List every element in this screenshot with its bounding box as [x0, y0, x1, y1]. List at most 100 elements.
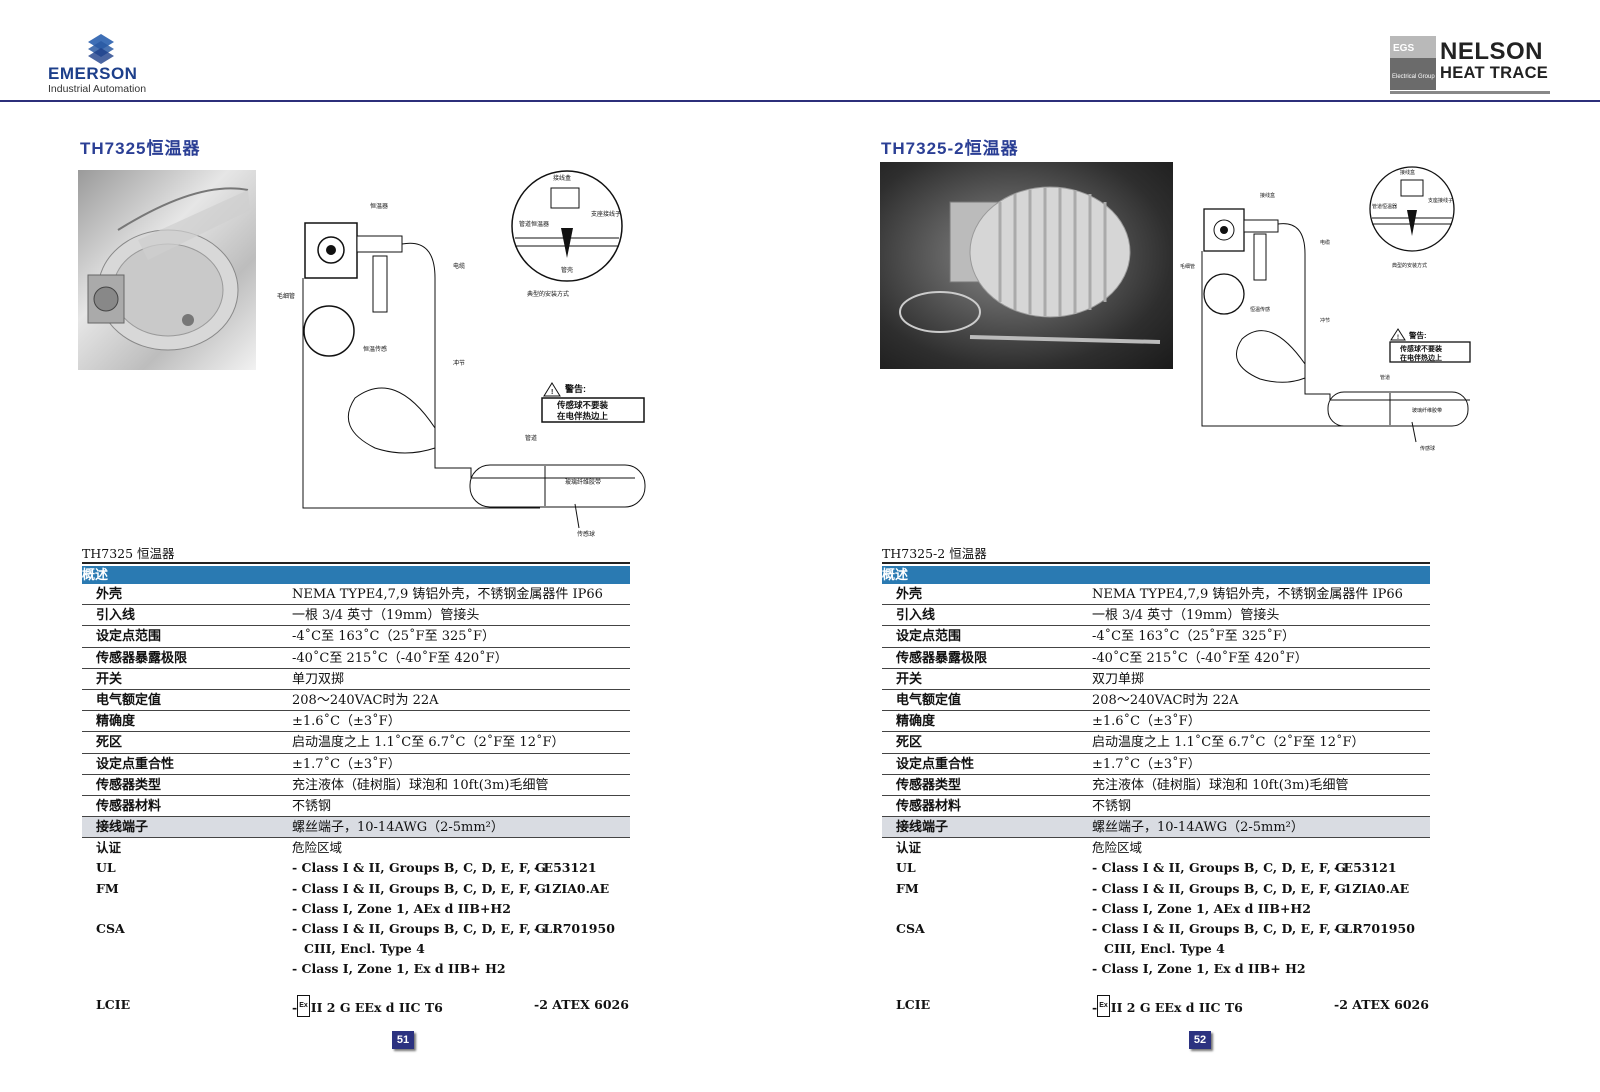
- cert-row-fm-2: - Class I, Zone 1, AEx d IIB+H2: [292, 900, 511, 916]
- emerson-logo: EMERSON Industrial Automation: [48, 34, 168, 96]
- installation-diagram: ! 警告: 传感球不要装 在电伴热边上 恒温器 电缆 毛细管 恒温传感 冲节 管…: [277, 170, 646, 538]
- cert-row-fm: FM- Class I & II, Groups B, C, D, E, F, …: [896, 880, 1410, 896]
- diagram-label: 电缆: [453, 262, 465, 270]
- cert-row-csa-3: - Class I, Zone 1, Ex d IIB+ H2: [292, 961, 506, 977]
- table-row: 开关单刀双掷: [82, 669, 630, 690]
- warning-line-2: 在电伴热边上: [1400, 353, 1442, 362]
- table-row: 开关双刀单掷: [882, 669, 1430, 690]
- diagram-label: 接线盒: [1260, 192, 1275, 199]
- egs-badge: EGS: [1393, 43, 1415, 54]
- svg-text:!: !: [551, 389, 553, 396]
- diagram-label: 恒温传感: [1250, 306, 1270, 313]
- cert-row-fm: FM- Class I & II, Groups B, C, D, E, F, …: [96, 880, 610, 896]
- table-row: 传感器材料不锈钢: [82, 796, 630, 818]
- cert-row-csa-2: CIII, Encl. Type 4: [304, 941, 425, 957]
- emerson-emblem-icon: [88, 34, 114, 64]
- diagram-label: 毛细管: [1180, 263, 1195, 270]
- diagram-label: 玻璃纤维胶带: [1412, 407, 1442, 414]
- diagram-label: 恒温器: [370, 202, 388, 210]
- page-title: TH7325-2恒温器: [881, 139, 1019, 158]
- table-row: 传感器类型充注液体（硅树脂）球泡和 10ft(3m)毛细管: [82, 775, 630, 796]
- page-number: 51: [392, 1031, 414, 1049]
- cert-row-csa-2: CIII, Encl. Type 4: [1104, 941, 1225, 957]
- warning-line-1: 传感球不要装: [556, 400, 609, 410]
- table-caption: TH7325 恒温器: [82, 546, 630, 564]
- svg-text:!: !: [1397, 335, 1399, 341]
- thermostat-illustration: [899, 186, 1161, 344]
- nelson-logo: EGS Electrical Group NELSON HEAT TRACE: [1390, 36, 1558, 94]
- diagram-label: 恒温传感: [363, 345, 387, 353]
- heat-trace-wordmark: HEAT TRACE: [1440, 64, 1549, 82]
- diagram-label: 典型的安装方式: [527, 290, 569, 298]
- diagram-label: 毛细管: [277, 292, 295, 300]
- table-row: 引入线一根 3/4 英寸（19mm）管接头: [882, 605, 1430, 627]
- cert-row-ul: UL- Class I & II, Groups B, C, D, E, F, …: [896, 860, 1397, 876]
- diagram-label: 支座接线子: [591, 210, 621, 218]
- table-row: 设定点重合性±1.7˚C（±3˚F）: [882, 754, 1430, 775]
- product-photo: [880, 162, 1173, 369]
- diagram-label: 典型的安装方式: [1392, 262, 1427, 269]
- diagram-label: 冲节: [453, 359, 465, 367]
- cert-row-fm-2: - Class I, Zone 1, AEx d IIB+H2: [1092, 900, 1311, 916]
- diagram-label: 接线盒: [553, 174, 571, 182]
- emerson-tagline: Industrial Automation: [48, 83, 147, 95]
- table-row: 传感器材料不锈钢: [882, 796, 1430, 818]
- nelson-wordmark: NELSON: [1440, 38, 1544, 65]
- cert-row-ul: UL- Class I & II, Groups B, C, D, E, F, …: [96, 860, 597, 876]
- table-row: 传感器暴露极限-40˚C至 215˚C（-40˚F至 420˚F）: [882, 648, 1430, 669]
- table-row: 精确度±1.6˚C（±3˚F）: [82, 711, 630, 733]
- table-band: 概述: [82, 566, 630, 584]
- table-row: 设定点范围-4˚C至 163˚C（25˚F至 325˚F）: [82, 626, 630, 648]
- diagram-label: 管道恒温器: [1372, 203, 1397, 210]
- diagram-label: 管道: [1380, 374, 1390, 381]
- page-number: 52: [1189, 1031, 1211, 1049]
- cert-row-csa: CSA- Class I & II, Groups B, C, D, E, F,…: [896, 921, 1415, 936]
- table-caption: TH7325-2 恒温器: [882, 546, 1430, 564]
- egs-badge-sub: Electrical Group: [1392, 74, 1435, 80]
- table-row: 设定点重合性±1.7˚C（±3˚F）: [82, 754, 630, 775]
- diagram-label: 玻璃纤维胶带: [565, 478, 601, 486]
- warning-title: 警告:: [565, 383, 586, 394]
- table-row: 传感器类型充注液体（硅树脂）球泡和 10ft(3m)毛细管: [882, 775, 1430, 796]
- diagram-label: 电缆: [1320, 239, 1330, 246]
- diagram-label: 冲节: [1320, 317, 1330, 324]
- table-row: 接线端子螺丝端子，10-14AWG（2-5mm²）: [82, 817, 630, 839]
- table-band: 概述: [882, 566, 1430, 584]
- installation-diagram: ! 警告: 传感球不要装 在电伴热边上 接线盒 电缆 毛细管 恒温传感 冲节 管…: [1180, 166, 1471, 452]
- table-row: 传感器暴露极限-40˚C至 215˚C（-40˚F至 420˚F）: [82, 648, 630, 669]
- cert-row-csa-3: - Class I, Zone 1, Ex d IIB+ H2: [1092, 961, 1306, 977]
- diagram-label: 管道恒温器: [519, 220, 549, 228]
- warning-title: 警告:: [1409, 330, 1427, 340]
- cert-header-row: 认证危险区域: [96, 840, 343, 856]
- diagram-label: 传感球: [1420, 445, 1435, 452]
- table-row: 设定点范围-4˚C至 163˚C（25˚F至 325˚F）: [882, 626, 1430, 648]
- product-photo: [78, 170, 256, 370]
- diagram-label: 传感球: [577, 530, 595, 538]
- warning-line-1: 传感球不要装: [1399, 344, 1442, 353]
- diagram-label: 支座接线子: [1428, 197, 1453, 204]
- thermostat-illustration: [87, 187, 250, 351]
- warning-line-2: 在电伴热边上: [557, 411, 609, 421]
- table-row: 接线端子螺丝端子，10-14AWG（2-5mm²）: [882, 817, 1430, 839]
- diagram-label: 管壳: [561, 266, 573, 274]
- header-rule: [0, 100, 1600, 102]
- page-title: TH7325恒温器: [80, 139, 201, 158]
- table-row: 引入线一根 3/4 英寸（19mm）管接头: [82, 605, 630, 627]
- emerson-wordmark: EMERSON: [48, 64, 138, 83]
- table-row: 精确度±1.6˚C（±3˚F）: [882, 711, 1430, 733]
- diagram-label: 管道: [525, 434, 537, 442]
- diagram-label: 接线盒: [1400, 169, 1415, 176]
- ex-mark-icon: Ex: [297, 994, 310, 1017]
- cert-row-csa: CSA- Class I & II, Groups B, C, D, E, F,…: [96, 921, 615, 936]
- cert-header-row: 认证危险区域: [896, 840, 1143, 856]
- table-row: 死区启动温度之上 1.1˚C至 6.7˚C（2˚F至 12˚F）: [882, 732, 1430, 754]
- table-row: 死区启动温度之上 1.1˚C至 6.7˚C（2˚F至 12˚F）: [82, 732, 630, 754]
